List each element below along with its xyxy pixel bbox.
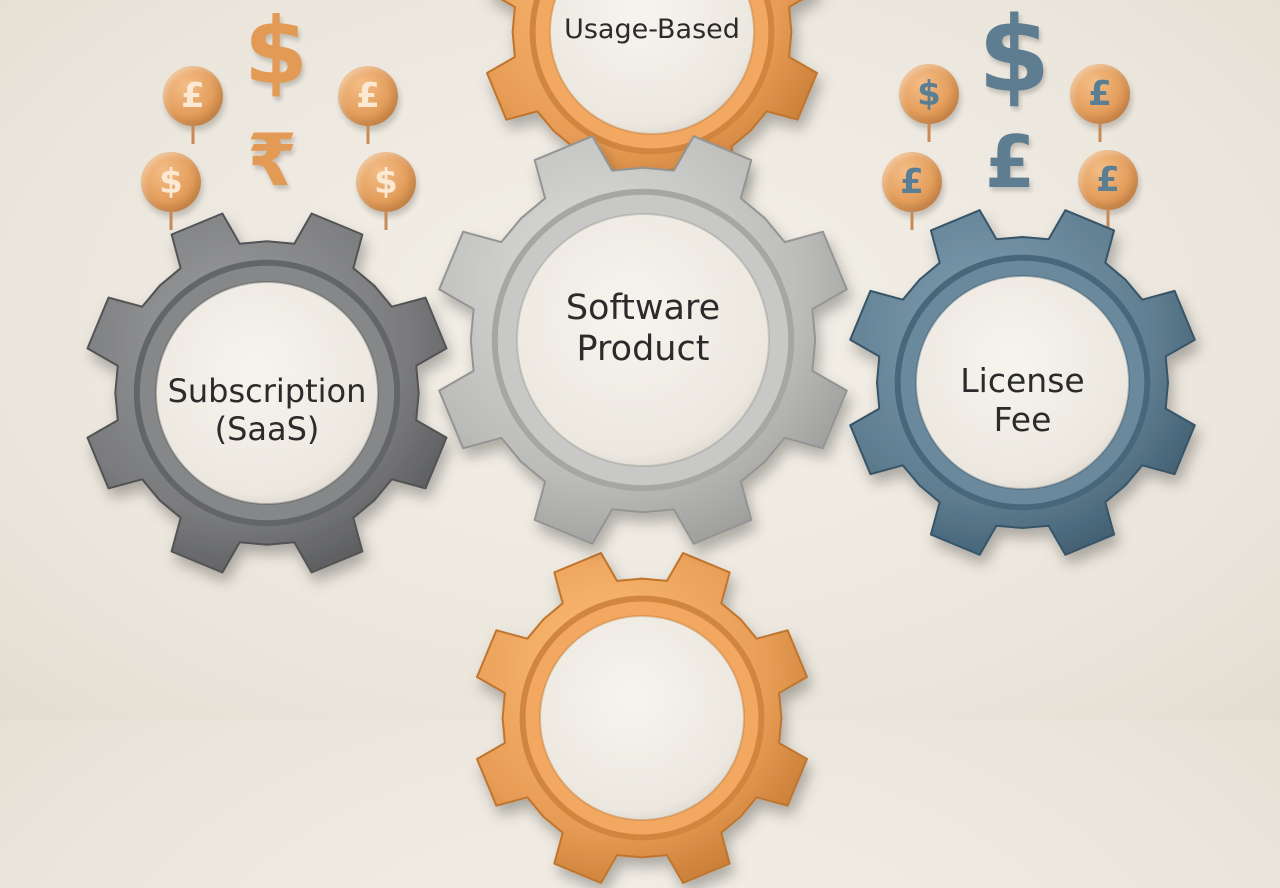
dollar-coin-right-1: $ (899, 64, 959, 142)
gear-bottom-partial (472, 548, 812, 888)
dollar-symbol-large-right: $ (978, 0, 1051, 116)
coin-symbol: £ (900, 162, 924, 202)
gear-label-bottom (472, 548, 812, 888)
gear-face (915, 275, 1130, 490)
dollar-coin-left-1: $ (141, 152, 201, 230)
gear-shape (849, 209, 1196, 556)
gear-face (516, 213, 770, 467)
gear-label-usage-based: Usage-Based (564, 14, 740, 45)
gear-label-subscription: Subscription (SaaS) (167, 372, 367, 448)
gear-shape (486, 0, 818, 198)
gear-usage-based: Usage-Based (482, 0, 822, 202)
pound-symbol-right: £ (985, 120, 1036, 204)
gear-license-fee: License Fee (845, 205, 1200, 560)
gear-label-software-product: Software Product (565, 287, 721, 369)
coin-symbol: £ (1088, 74, 1112, 114)
pound-coin-right-1: £ (1070, 64, 1130, 142)
gear-software-product: Software Product (433, 130, 853, 550)
gear-label-license-fee: License Fee (960, 360, 1085, 439)
pound-coin-left-2: £ (338, 66, 398, 144)
gear-face (549, 0, 755, 135)
coin-symbol: $ (917, 74, 941, 114)
rupee-symbol-left: ₹ (247, 118, 298, 202)
dollar-coin-left-2: $ (356, 152, 416, 230)
coin-symbol: £ (356, 76, 380, 116)
gear-subscription-saas: Subscription (SaaS) (82, 208, 452, 578)
pound-coin-right-2: £ (882, 152, 942, 230)
gear-shape (438, 135, 848, 545)
coin-symbol: £ (181, 76, 205, 116)
coin-symbol: $ (159, 162, 183, 202)
gear-face (155, 281, 379, 505)
dollar-symbol-large-left: $ (244, 0, 309, 105)
coin-symbol: $ (374, 162, 398, 202)
coin-symbol: £ (1096, 160, 1120, 200)
pound-coin-right-3: £ (1078, 150, 1138, 228)
gear-shape (86, 212, 448, 574)
pound-coin-left-1: £ (163, 66, 223, 144)
